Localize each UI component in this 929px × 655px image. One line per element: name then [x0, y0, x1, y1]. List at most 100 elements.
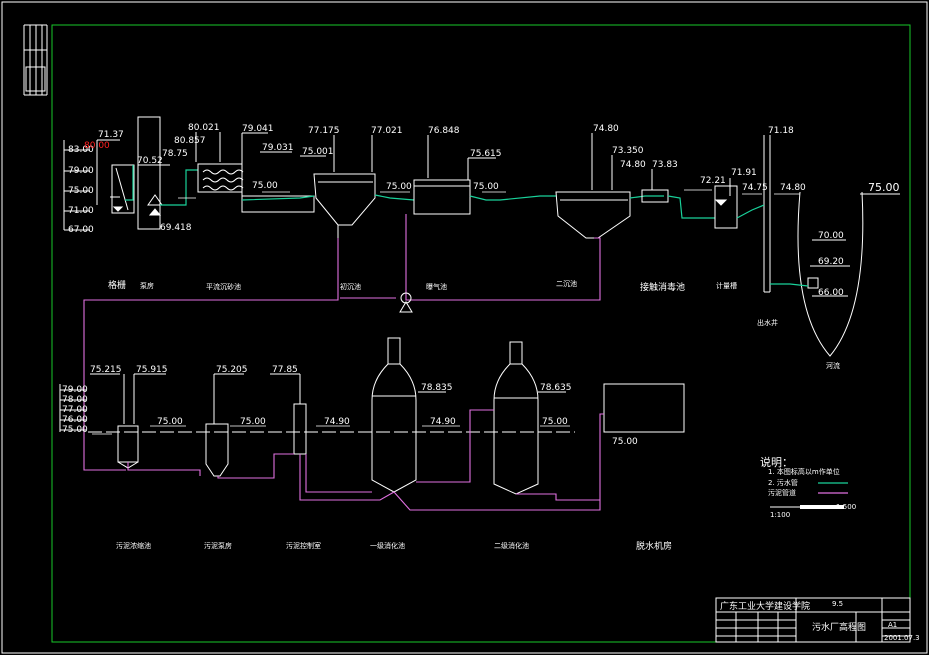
ground-hatches-lower	[92, 425, 570, 435]
svg-text:70.00: 70.00	[818, 231, 844, 241]
legend: 说明： 1. 本图标高以m作单位 2. 污水管 污泥管道 1:500 1:100	[760, 455, 856, 519]
svg-text:72.21: 72.21	[700, 176, 726, 186]
svg-text:76.00: 76.00	[62, 415, 88, 425]
label-sludge-pump: 污泥泵房	[204, 541, 232, 550]
svg-text:73.350: 73.350	[612, 146, 644, 156]
scale-label-67: 67.00	[68, 225, 94, 235]
thickener: 75.215 75.915 75.00 污泥浓缩池	[90, 365, 183, 550]
metering-flume: 72.21 71.91 计量槽	[700, 168, 757, 290]
svg-text:2. 污水管: 2. 污水管	[768, 478, 798, 487]
svg-text:说明：: 说明：	[760, 455, 793, 469]
svg-text:80.021: 80.021	[188, 123, 220, 133]
sludge-pump-house: 75.205 75.00 污泥泵房	[204, 365, 266, 550]
svg-text:污泥管道: 污泥管道	[768, 488, 796, 497]
svg-text:1. 本图标高以m作单位: 1. 本图标高以m作单位	[768, 467, 840, 476]
scale-label-75: 75.00	[68, 186, 94, 196]
label-primary: 初沉池	[340, 282, 361, 291]
svg-text:77.85: 77.85	[272, 365, 298, 375]
label-digester2: 二级消化池	[494, 541, 529, 550]
svg-text:75.00: 75.00	[157, 417, 183, 427]
svg-text:69.20: 69.20	[818, 257, 844, 267]
primary-digester: 78.835 74.90 一级消化池	[370, 337, 456, 550]
svg-text:74.90: 74.90	[430, 417, 456, 427]
svg-text:74.80: 74.80	[593, 124, 619, 134]
svg-text:1:100: 1:100	[770, 511, 790, 519]
svg-text:69.418: 69.418	[160, 223, 192, 233]
svg-text:74.80: 74.80	[620, 160, 646, 170]
svg-text:75.00: 75.00	[868, 181, 900, 194]
svg-text:2001.07.3: 2001.07.3	[884, 634, 920, 642]
school-name: 广东工业大学建设学院	[720, 600, 810, 612]
svg-text:79.00: 79.00	[62, 385, 88, 395]
svg-text:77.021: 77.021	[371, 126, 403, 136]
svg-text:75.00: 75.00	[252, 181, 278, 191]
lower-elevation-scale: 79.00 78.00 77.00 76.00 75.00	[59, 384, 88, 435]
binding-strip	[23, 24, 48, 96]
svg-text:77.00: 77.00	[62, 405, 88, 415]
label-aeration: 曝气池	[426, 282, 447, 291]
svg-text:73.83: 73.83	[652, 160, 678, 170]
label-grid: 格栅	[108, 279, 126, 291]
label-dewater: 脱水机房	[636, 540, 672, 552]
label-digester1: 一级消化池	[370, 541, 405, 550]
sludge-return-lines	[83, 214, 601, 471]
svg-text:74.90: 74.90	[324, 417, 350, 427]
svg-text:74.75: 74.75	[742, 183, 768, 193]
svg-text:75.00: 75.00	[473, 182, 499, 192]
svg-text:79.031: 79.031	[262, 143, 294, 153]
svg-text:78.635: 78.635	[540, 383, 572, 393]
secondary-digester: 78.635 75.00 二级消化池	[493, 341, 572, 550]
svg-text:75.001: 75.001	[302, 147, 334, 157]
svg-text:A1: A1	[888, 621, 897, 629]
scale-label-79: 79.00	[68, 166, 94, 176]
svg-text:75.00: 75.00	[240, 417, 266, 427]
channel-1: 79.041 79.031 75.00	[241, 124, 315, 213]
bar-screen: 71.37 格栅	[96, 130, 135, 291]
svg-text:74.80: 74.80	[780, 183, 806, 193]
label-pump: 泵房	[140, 281, 154, 290]
scale-label-71: 71.00	[68, 206, 94, 216]
svg-text:75.915: 75.915	[136, 365, 168, 375]
label-meter: 计量槽	[716, 281, 737, 290]
svg-text:75.205: 75.205	[216, 365, 248, 375]
label-river: 河流	[826, 361, 840, 370]
river-section: 75.00 70.00 69.20 66.00 河流	[770, 181, 900, 370]
label-contact: 接触消毒池	[640, 281, 685, 293]
label-thickener: 污泥浓缩池	[116, 541, 151, 550]
svg-text:80.857: 80.857	[174, 136, 206, 146]
upper-elevation-scale: 83.00 80.00 79.00 75.00 71.00 67.00	[63, 140, 110, 235]
pump-house: 70.52 78.75 69.418 泵房	[137, 116, 192, 290]
title-block: 广东工业大学建设学院 9.5 污水厂高程图 A1 2001.07.3	[715, 597, 920, 643]
inner-border	[51, 24, 911, 643]
svg-text:75.615: 75.615	[470, 149, 502, 159]
sludge-control-room: 77.85 74.90 污泥控制室	[270, 365, 350, 550]
svg-text:78.835: 78.835	[421, 383, 453, 393]
label-control: 污泥控制室	[286, 541, 321, 550]
grit-chamber: 80.021 80.857 平流沉砂池	[174, 123, 244, 291]
svg-text:9.5: 9.5	[832, 600, 843, 608]
svg-text:76.848: 76.848	[428, 126, 460, 136]
outfall-well: 71.18 74.75 74.80 出水井	[736, 126, 806, 327]
contact-tank: 73.83 接触消毒池	[629, 160, 715, 293]
dewatering-house: 75.00 脱水机房	[603, 383, 685, 552]
svg-text:75.00: 75.00	[542, 417, 568, 427]
drawing-title: 污水厂高程图	[812, 621, 866, 633]
secondary-clarifier: 74.80 73.350 74.80 二沉池	[555, 124, 646, 288]
svg-text:75.215: 75.215	[90, 365, 122, 375]
scale-label-83: 83.00	[68, 145, 94, 155]
svg-text:1:500: 1:500	[836, 503, 856, 511]
svg-text:78.00: 78.00	[62, 395, 88, 405]
ground-hatches-upper	[178, 189, 800, 199]
primary-clarifier: 77.175 75.001 77.021 初沉池	[300, 126, 403, 300]
label-secondary: 二沉池	[556, 279, 577, 288]
svg-text:66.00: 66.00	[818, 288, 844, 298]
svg-text:71.18: 71.18	[768, 126, 794, 136]
svg-text:78.75: 78.75	[162, 149, 188, 159]
svg-text:71.91: 71.91	[731, 168, 757, 178]
label-outfall: 出水井	[757, 318, 778, 327]
svg-text:70.52: 70.52	[137, 156, 163, 166]
svg-text:75.00: 75.00	[612, 437, 638, 447]
svg-text:71.37: 71.37	[98, 130, 124, 140]
